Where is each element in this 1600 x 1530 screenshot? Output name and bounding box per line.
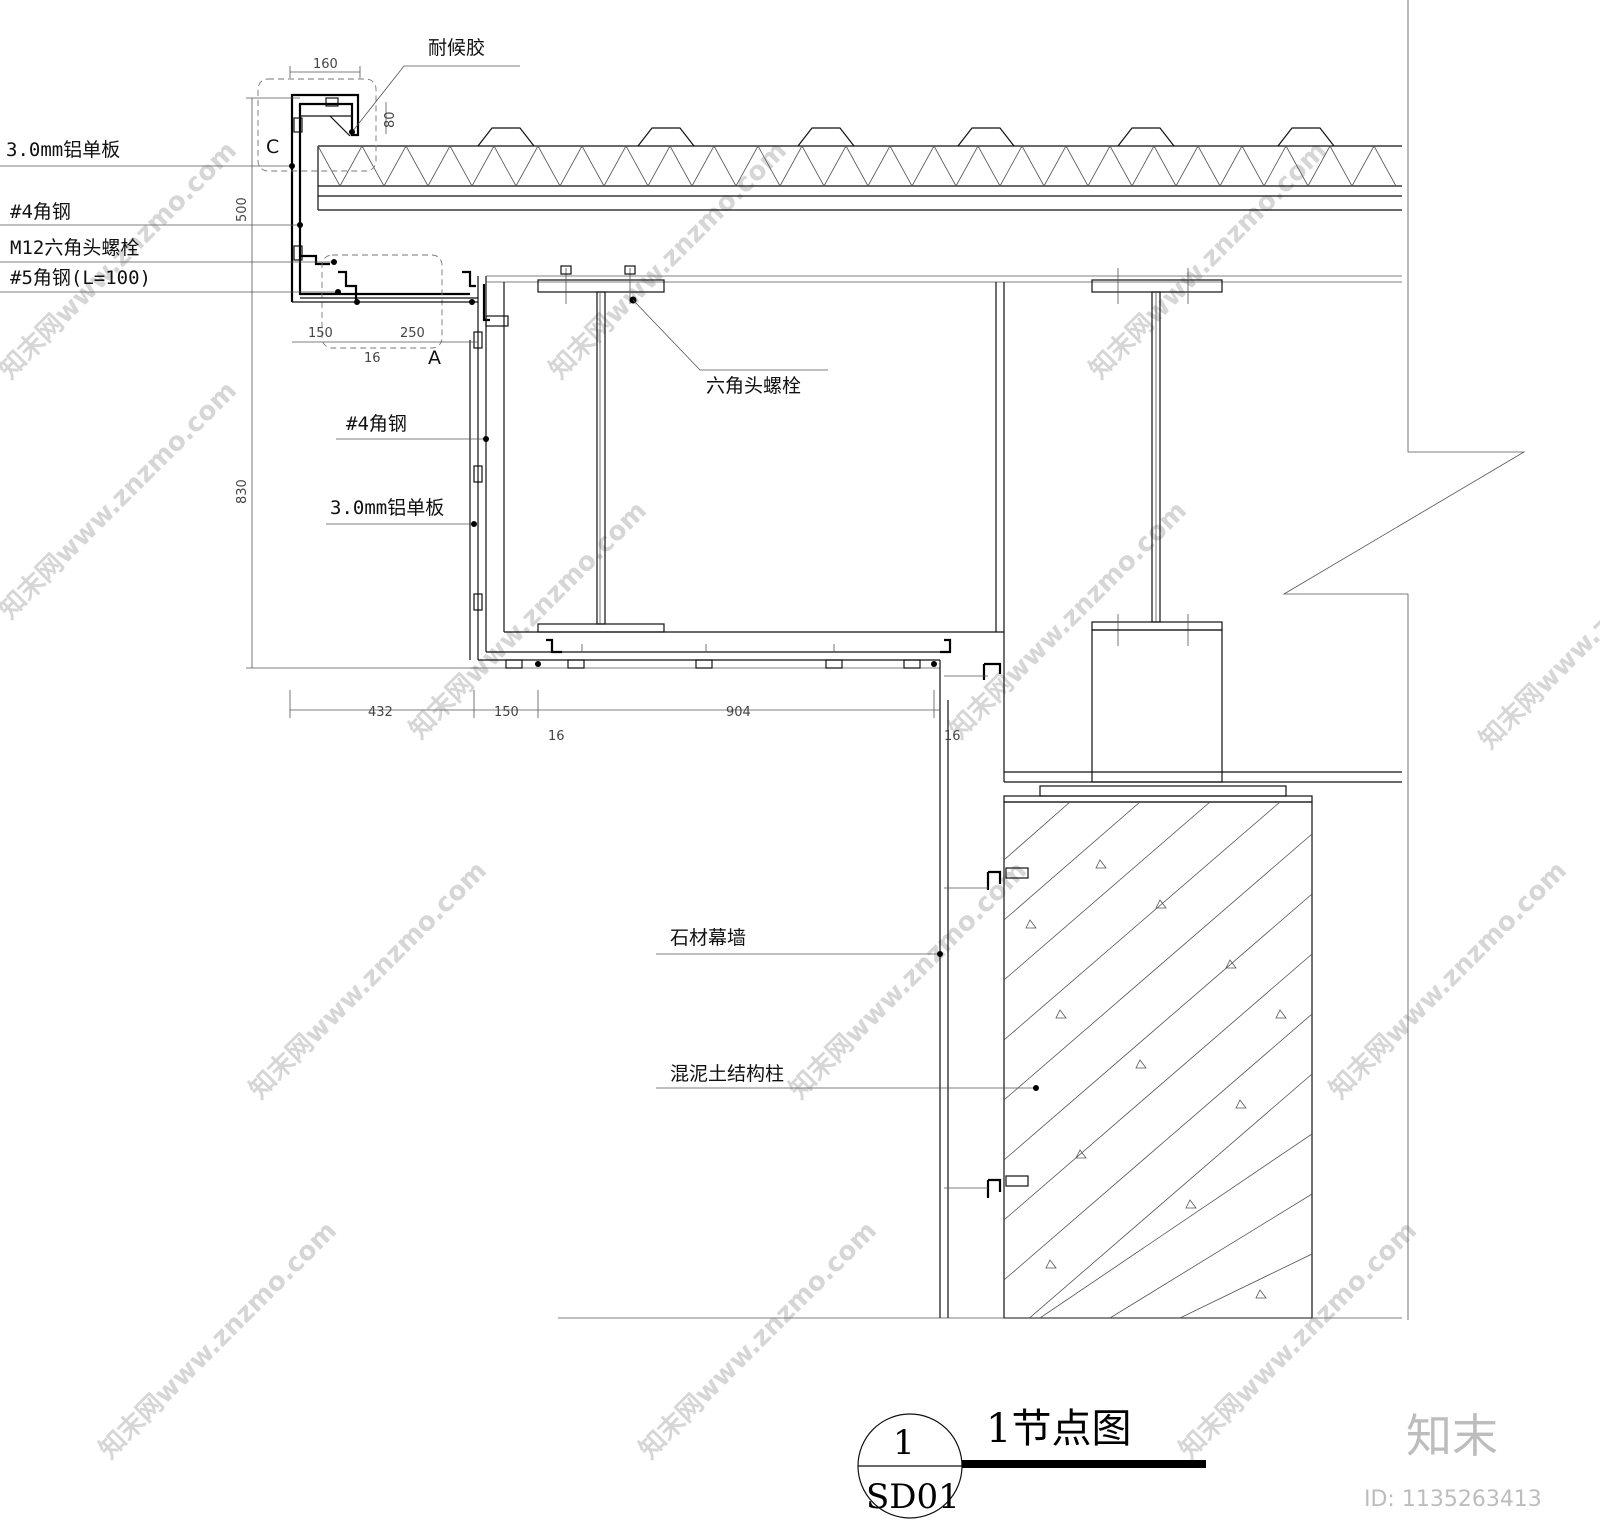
dim-16-right: 16 <box>944 729 961 744</box>
label-angle5: #5角钢(L=100) <box>10 267 151 289</box>
watermark-id: ID: 1135263413 <box>1364 1487 1542 1512</box>
watermark-diagonal: 知末网www.znzmo.com <box>0 376 243 625</box>
dim-432: 432 <box>368 705 393 720</box>
roof-ribs <box>477 127 1335 147</box>
vertical-panel <box>469 275 1402 660</box>
watermark-diagonal: 知末网www.znzmo.com <box>944 496 1193 745</box>
watermark-diagonal: 知末网www.znzmo.com <box>784 856 1033 1105</box>
dim-80: 80 <box>383 111 398 128</box>
watermark-diagonal: 知末网www.znzmo.com <box>94 1216 343 1465</box>
watermark-brand: 知末 <box>1406 1409 1498 1463</box>
parapet-cap <box>257 78 470 349</box>
label-angle4-top: #4角钢 <box>10 201 71 223</box>
watermark-diagonal: 知末网www.znzmo.com <box>1324 856 1573 1105</box>
dim-160: 160 <box>313 57 338 72</box>
watermark-diagonal: 知末网www.znzmo.com <box>0 136 243 385</box>
title-block: 1 SD01 1节点图 <box>857 1406 1206 1519</box>
label-al-panel-top: 3.0mm铝单板 <box>6 139 120 161</box>
diagonal-watermarks: 知末网www.znzmo.com 知末网www.znzmo.com 知末网www… <box>0 136 1600 1465</box>
detail-box-c <box>257 78 377 172</box>
watermark-diagonal: 知末网www.znzmo.com <box>634 1216 883 1465</box>
symbol-number: 1 <box>893 1423 915 1463</box>
watermark-diagonal: 知末网www.znzmo.com <box>1474 506 1600 755</box>
label-al-panel-mid: 3.0mm铝单板 <box>330 497 444 519</box>
dimension-lines <box>246 66 940 718</box>
dim-904: 904 <box>726 705 751 720</box>
roof-slab <box>317 127 1402 211</box>
label-bolt-m12: M12六角头螺栓 <box>10 237 139 259</box>
label-sealant: 耐候胶 <box>428 37 485 59</box>
drawing-title: 1节点图 <box>986 1406 1131 1452</box>
dim-150-top: 150 <box>308 326 333 341</box>
watermark-diagonal: 知末网www.znzmo.com <box>1084 136 1333 385</box>
label-concrete-column: 混泥土结构柱 <box>670 1063 784 1085</box>
label-angle4-mid: #4角钢 <box>346 413 407 435</box>
concrete-column <box>558 785 1402 1319</box>
dim-16-left: 16 <box>548 729 565 744</box>
detail-tag-c: C <box>266 136 279 158</box>
watermark-diagonal: 知末网www.znzmo.com <box>404 496 653 745</box>
dim-150-bottom: 150 <box>494 705 519 720</box>
dim-250: 250 <box>400 326 425 341</box>
label-stone-wall: 石材幕墙 <box>670 927 746 949</box>
building-edge-break <box>1282 0 1526 1320</box>
watermark-diagonal: 知末网www.znzmo.com <box>244 856 493 1105</box>
watermark-diagonal: 知末网www.znzmo.com <box>544 136 793 385</box>
watermark-diagonal: 知末网www.znzmo.com <box>1174 1216 1423 1465</box>
soffit-panel <box>470 638 1002 680</box>
leader-lines <box>0 65 1039 1091</box>
cap-soffit <box>292 270 509 327</box>
title-underline <box>962 1460 1206 1468</box>
dim-16-top: 16 <box>364 351 381 366</box>
symbol-sheet: SD01 <box>866 1477 960 1517</box>
dim-500: 500 <box>235 197 250 222</box>
label-hex-bolt: 六角头螺栓 <box>706 375 801 397</box>
dim-830: 830 <box>235 479 250 504</box>
detail-tag-a: A <box>428 347 441 369</box>
stone-wall <box>939 660 1029 1318</box>
roof-truss-zigzag <box>317 145 1397 187</box>
